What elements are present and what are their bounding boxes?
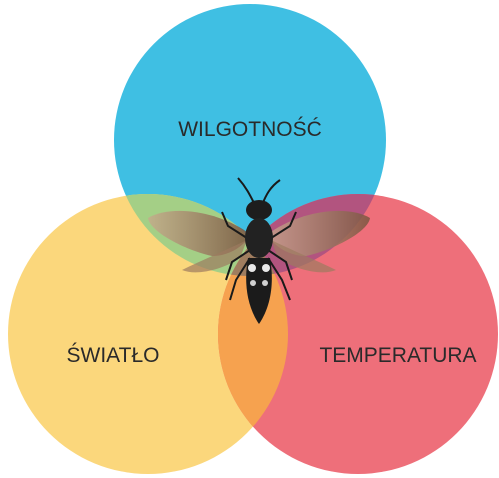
label-temperature: TEMPERATURA: [319, 344, 476, 367]
label-humidity: WILGOTNOŚĆ: [178, 117, 322, 141]
label-light: ŚWIATŁO: [67, 343, 160, 367]
